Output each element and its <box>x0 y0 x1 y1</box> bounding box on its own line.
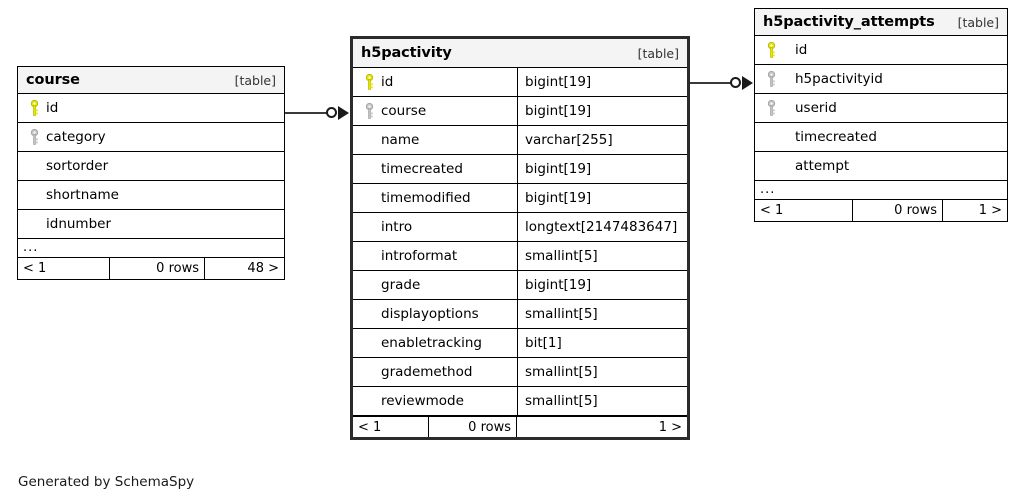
table-row[interactable]: name varchar[255] <box>353 126 687 155</box>
column-name: introformat <box>381 248 458 264</box>
row-count: 0 rows <box>428 417 516 437</box>
table-row[interactable]: course bigint[19] <box>353 97 687 126</box>
column-name: grademethod <box>381 364 473 380</box>
relationship-line <box>688 82 732 84</box>
column-type: smallint[5] <box>517 358 687 386</box>
column-type: smallint[5] <box>517 387 687 415</box>
column-type: smallint[5] <box>517 242 687 270</box>
table-header-h5pactivity-attempts: h5pactivity_attempts [table] <box>755 9 1007 36</box>
table-row[interactable]: enabletracking bit[1] <box>353 329 687 358</box>
column-name: h5pactivityid <box>795 71 883 87</box>
table-type-tag: [table] <box>234 72 276 88</box>
row-count: 0 rows <box>852 200 942 221</box>
table-header-h5pactivity: h5pactivity [table] <box>353 39 687 68</box>
table-row[interactable]: category <box>18 123 284 152</box>
column-type: smallint[5] <box>517 300 687 328</box>
more-columns-indicator: ... <box>755 181 1007 200</box>
next-page-button[interactable]: 48 > <box>204 258 284 279</box>
foreign-key-icon <box>359 102 379 120</box>
column-type: bigint[19] <box>517 184 687 212</box>
column-name: timemodified <box>381 190 471 206</box>
table-h5pactivity[interactable]: h5pactivity [table] id bigint[19] <box>350 36 690 440</box>
primary-key-icon <box>359 73 379 91</box>
table-type-tag: [table] <box>957 14 999 30</box>
table-row[interactable]: reviewmode smallint[5] <box>353 387 687 416</box>
relationship-line <box>284 112 328 114</box>
table-row[interactable]: displayoptions smallint[5] <box>353 300 687 329</box>
table-header-course: course [table] <box>18 67 284 94</box>
column-name: intro <box>381 219 413 235</box>
table-row[interactable]: id <box>755 36 1007 65</box>
foreign-key-icon <box>24 128 44 146</box>
column-type: varchar[255] <box>517 126 687 154</box>
column-name: userid <box>795 100 837 116</box>
table-row[interactable]: timecreated bigint[19] <box>353 155 687 184</box>
more-columns-indicator: ... <box>18 239 284 258</box>
table-row[interactable]: grademethod smallint[5] <box>353 358 687 387</box>
column-name: idnumber <box>46 216 112 232</box>
column-name: id <box>381 74 394 90</box>
table-name: course <box>26 72 80 88</box>
table-h5pactivity-attempts[interactable]: h5pactivity_attempts [table] id <box>754 8 1008 222</box>
column-name: course <box>381 103 427 119</box>
row-count: 0 rows <box>109 258 204 279</box>
table-row[interactable]: timecreated <box>755 123 1007 152</box>
zero-or-one-marker <box>730 77 741 88</box>
table-row[interactable]: timemodified bigint[19] <box>353 184 687 213</box>
column-type: bigint[19] <box>517 68 687 96</box>
prev-page-button[interactable]: < 1 <box>23 261 47 276</box>
table-row[interactable]: idnumber <box>18 210 284 239</box>
table-type-tag: [table] <box>637 45 679 61</box>
column-name: enabletracking <box>381 335 482 351</box>
column-type: bigint[19] <box>517 271 687 299</box>
table-row[interactable]: shortname <box>18 181 284 210</box>
column-name: id <box>46 100 59 116</box>
table-row[interactable]: attempt <box>755 152 1007 181</box>
zero-or-one-marker <box>326 107 337 118</box>
relationship-arrowhead <box>742 76 753 90</box>
prev-page-button[interactable]: < 1 <box>358 419 382 435</box>
column-type: longtext[2147483647] <box>517 213 687 241</box>
table-name: h5pactivity_attempts <box>763 14 935 30</box>
relationship-arrowhead <box>338 106 349 120</box>
column-name: reviewmode <box>381 393 464 409</box>
table-name: h5pactivity <box>361 45 452 61</box>
column-type: bit[1] <box>517 329 687 357</box>
table-footer: < 1 0 rows 48 > <box>18 258 284 279</box>
table-row[interactable]: grade bigint[19] <box>353 271 687 300</box>
table-row[interactable]: h5pactivityid <box>755 65 1007 94</box>
table-footer: < 1 0 rows 1 > <box>353 416 687 437</box>
column-name: timecreated <box>381 161 463 177</box>
table-row[interactable]: userid <box>755 94 1007 123</box>
column-type: bigint[19] <box>517 97 687 125</box>
foreign-key-icon <box>761 99 781 117</box>
table-footer: < 1 0 rows 1 > <box>755 200 1007 221</box>
relationship-h5pactivity-attempts <box>688 76 758 92</box>
primary-key-icon <box>24 99 44 117</box>
next-page-button[interactable]: 1 > <box>516 417 687 437</box>
foreign-key-icon <box>761 70 781 88</box>
column-name: sortorder <box>46 158 109 174</box>
relationship-course-h5pactivity <box>284 106 352 122</box>
primary-key-icon <box>761 41 781 59</box>
column-name: category <box>46 129 106 145</box>
column-name: attempt <box>795 158 850 174</box>
prev-page-button[interactable]: < 1 <box>760 203 784 218</box>
next-page-button[interactable]: 1 > <box>942 200 1007 221</box>
generator-credit: Generated by SchemaSpy <box>18 474 195 490</box>
column-name: timecreated <box>795 129 877 145</box>
table-course[interactable]: course [table] id <box>17 66 285 280</box>
table-row[interactable]: sortorder <box>18 152 284 181</box>
table-row[interactable]: id bigint[19] <box>353 68 687 97</box>
column-name: id <box>795 42 808 58</box>
column-type: bigint[19] <box>517 155 687 183</box>
table-row[interactable]: introformat smallint[5] <box>353 242 687 271</box>
column-name: shortname <box>46 187 119 203</box>
column-name: name <box>381 132 420 148</box>
column-name: grade <box>381 277 421 293</box>
table-row[interactable]: id <box>18 94 284 123</box>
table-row[interactable]: intro longtext[2147483647] <box>353 213 687 242</box>
column-name: displayoptions <box>381 306 479 322</box>
